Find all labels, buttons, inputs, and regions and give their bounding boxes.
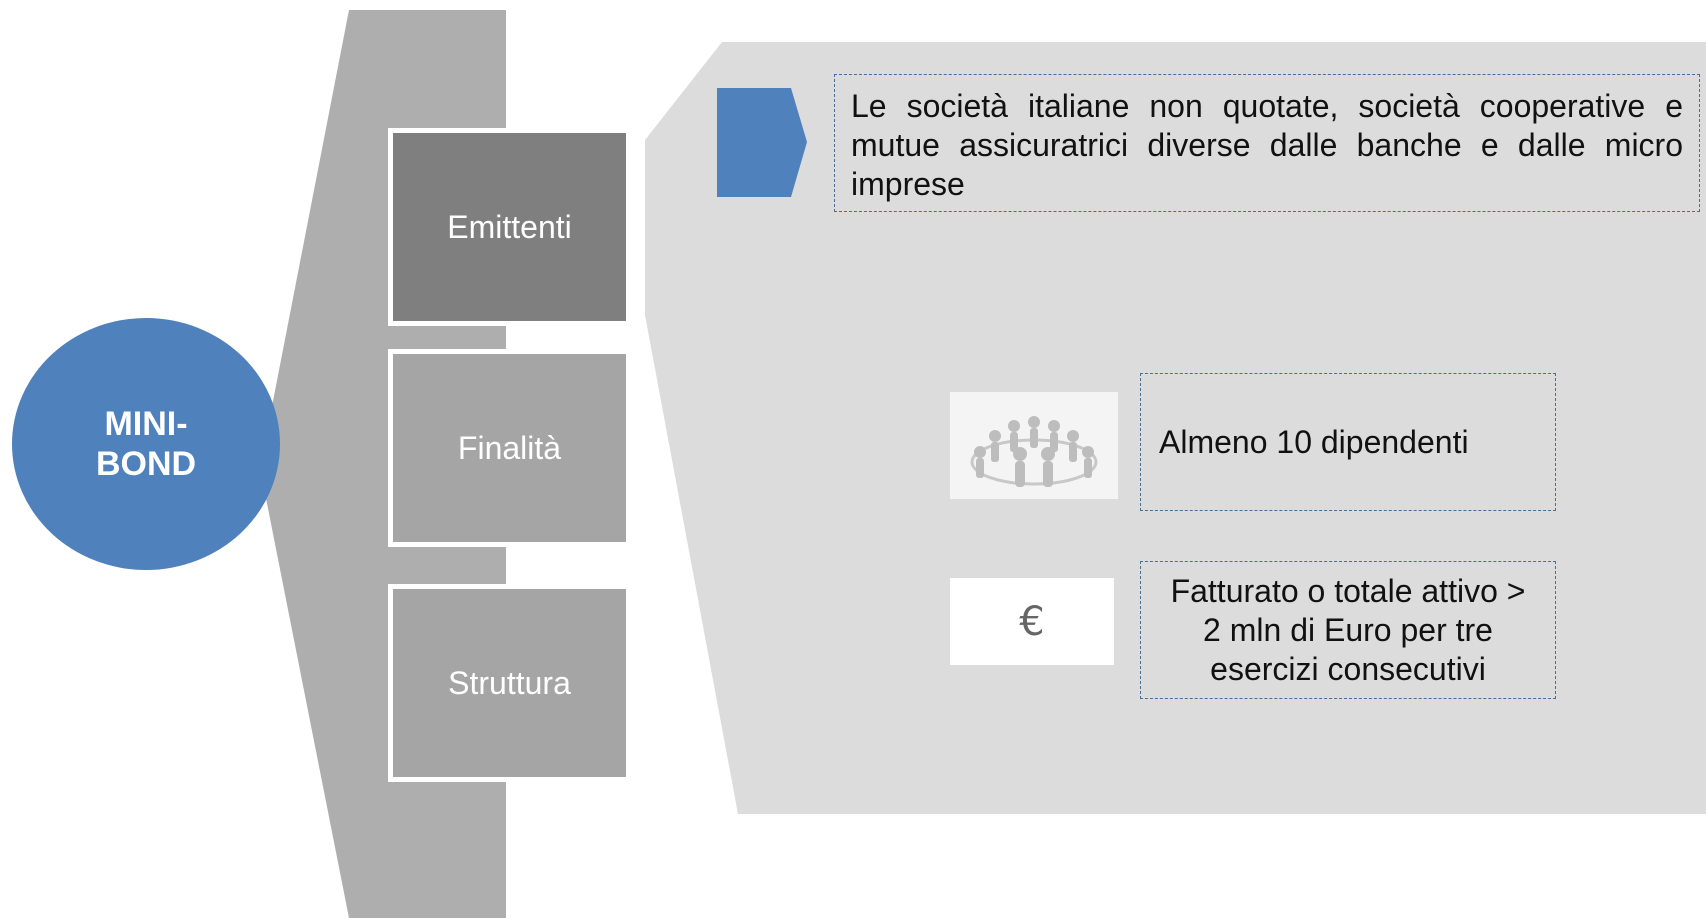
issuers-description: Le società italiane non quotate, società… xyxy=(834,74,1700,212)
category-finalita[interactable]: Finalità xyxy=(388,349,631,547)
criterion-text: Fatturato o totale attivo > 2 mln di Eur… xyxy=(1170,572,1526,687)
criterion-employees: Almeno 10 dipendenti xyxy=(1140,373,1556,511)
category-emittenti[interactable]: Emittenti xyxy=(388,128,631,326)
euro-symbol: € xyxy=(1019,598,1045,645)
people-circle-icon xyxy=(950,392,1118,499)
pointer-arrow xyxy=(717,88,807,197)
mini-bond-circle: MINI-BOND xyxy=(12,318,280,570)
criterion-revenue: Fatturato o totale attivo > 2 mln di Eur… xyxy=(1140,561,1556,699)
detail-panel xyxy=(645,42,1706,814)
category-label: Struttura xyxy=(448,664,571,701)
category-label: Finalità xyxy=(457,429,562,466)
criterion-text: Almeno 10 dipendenti xyxy=(1159,423,1469,460)
category-label: Emittenti xyxy=(447,208,572,245)
central-label: MINI-BOND xyxy=(95,405,197,483)
euro-icon: € xyxy=(950,578,1114,665)
category-struttura[interactable]: Struttura xyxy=(388,584,631,782)
